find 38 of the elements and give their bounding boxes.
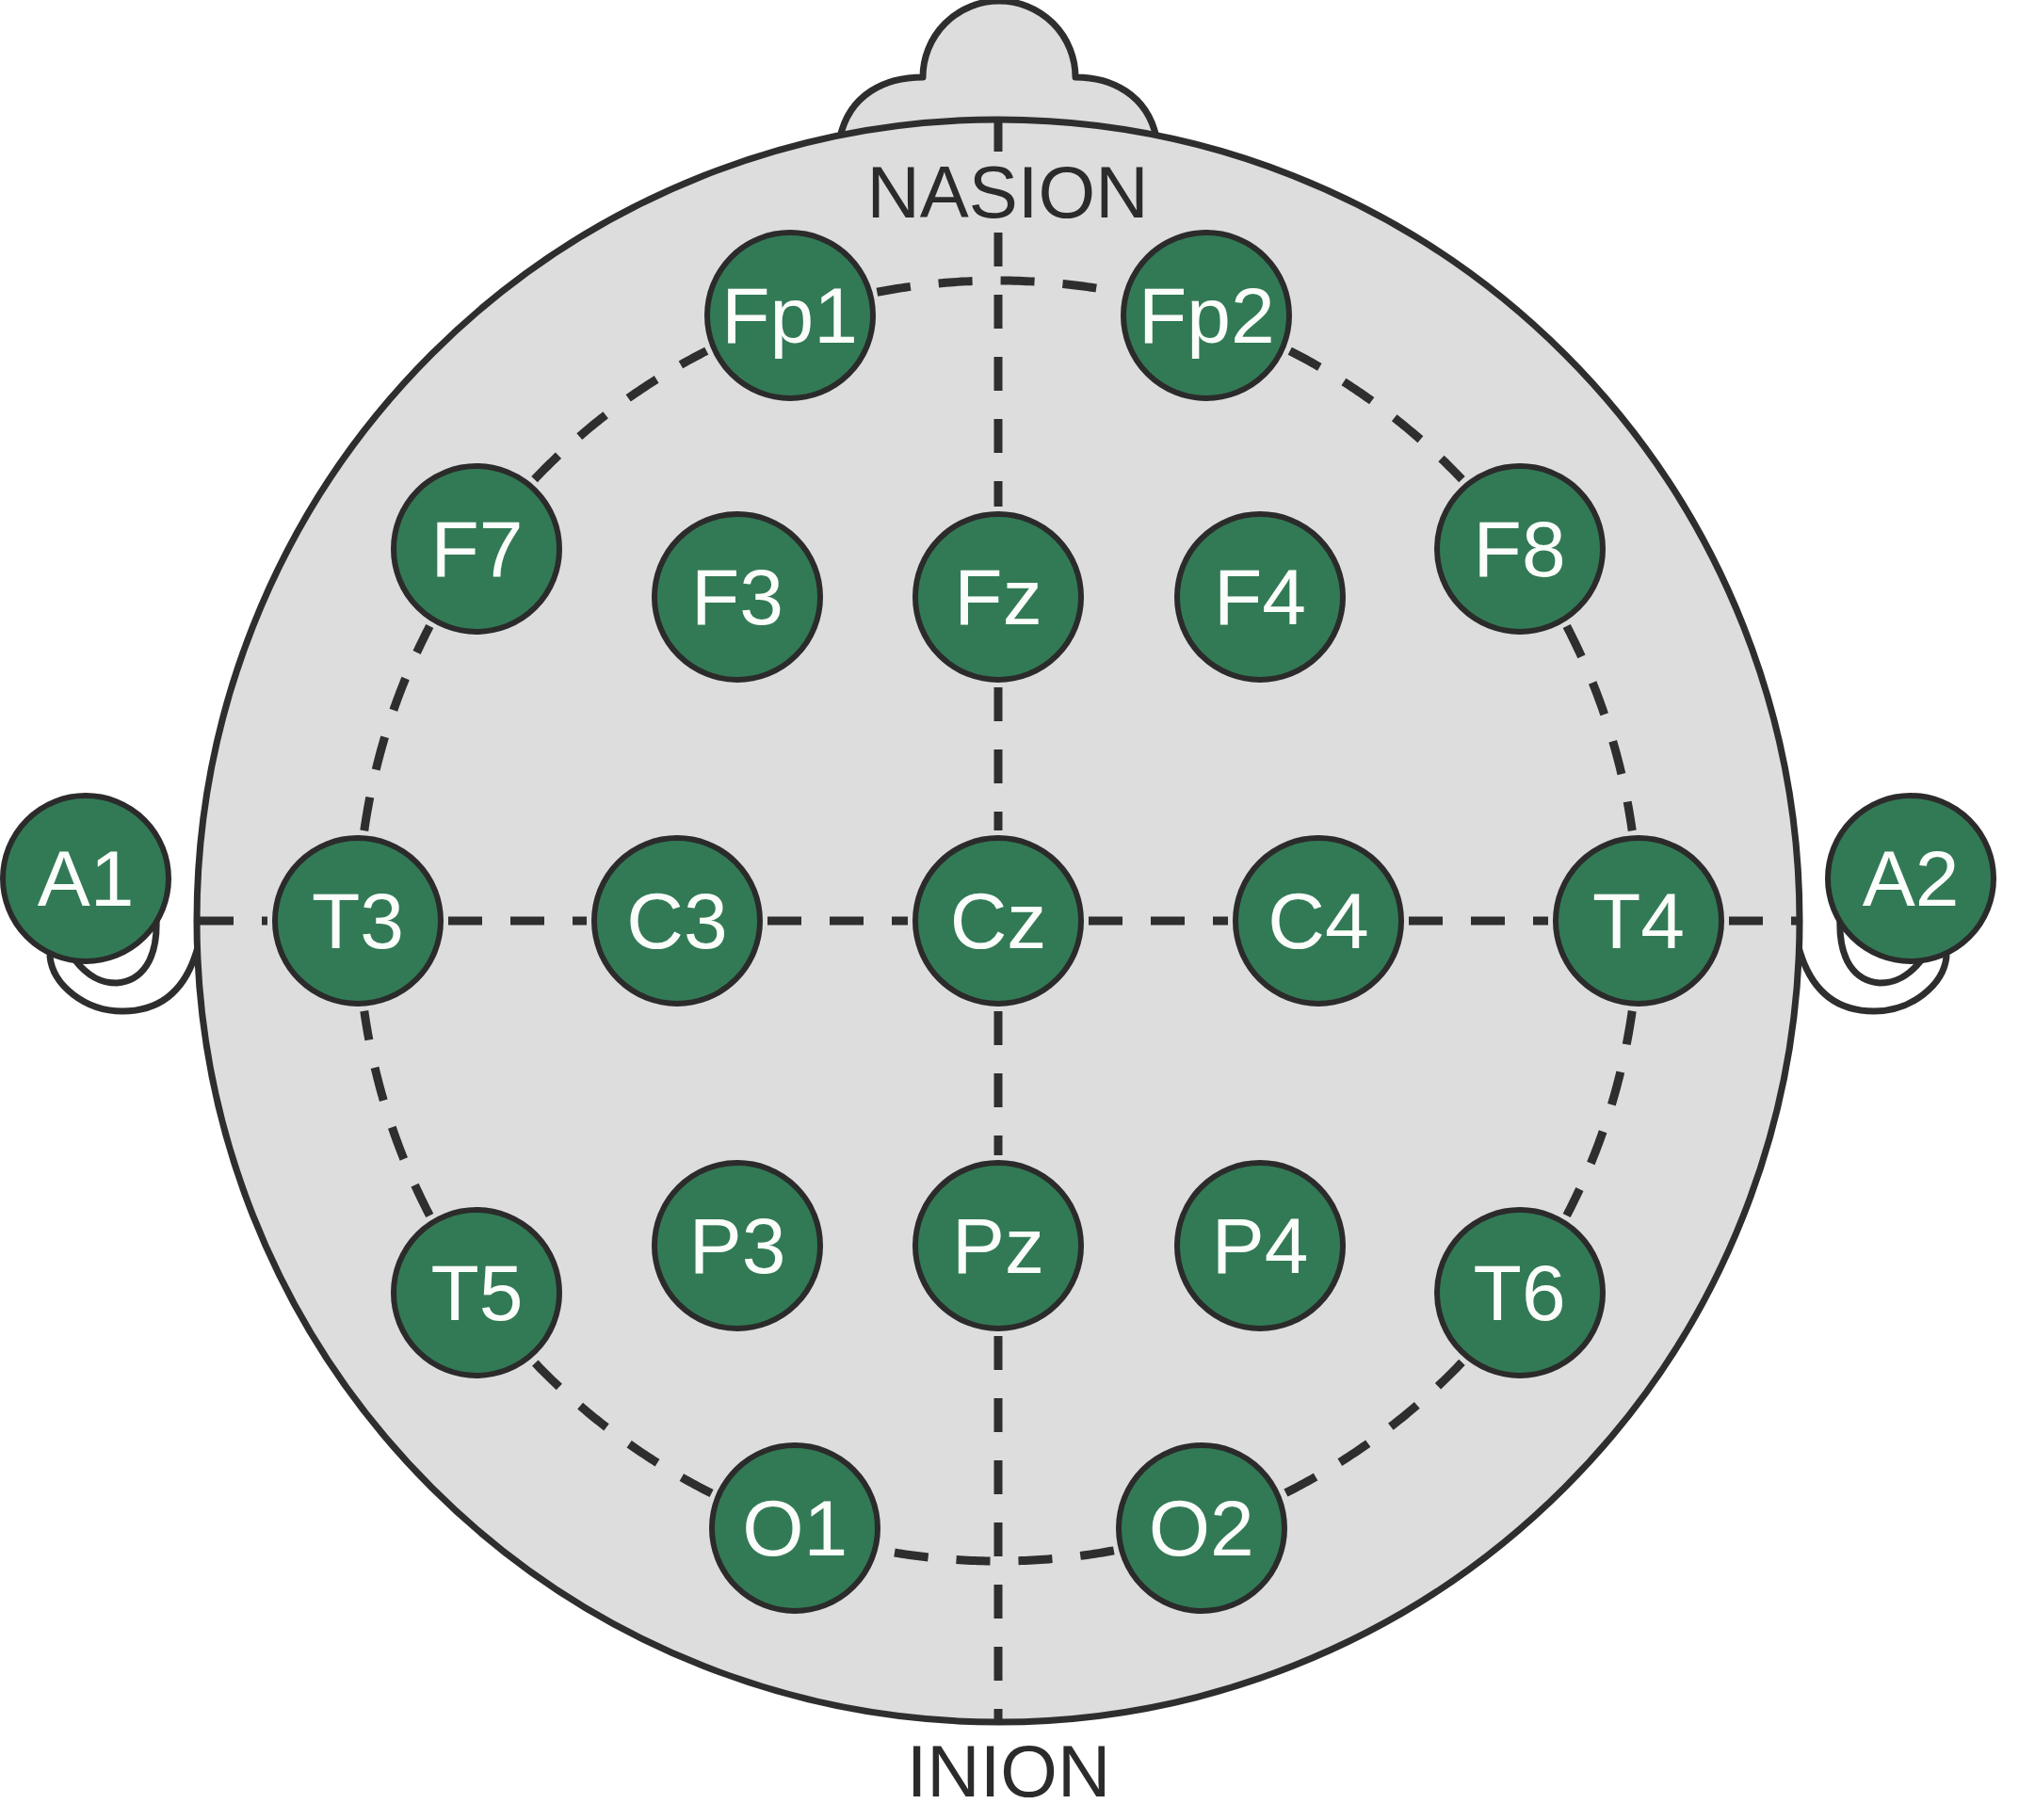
dashed-line <box>1287 346 1465 483</box>
electrode-label: T3 <box>312 881 404 960</box>
electrode-label: F3 <box>691 557 783 636</box>
electrode-label: Pz <box>952 1206 1044 1285</box>
dashed-line <box>993 1336 1003 1719</box>
electrode-label: O2 <box>1148 1488 1254 1568</box>
dashed-line <box>1729 916 1797 926</box>
electrode-label: F7 <box>430 509 524 589</box>
dashed-line <box>1562 1010 1637 1218</box>
electrode-label: A1 <box>37 839 135 918</box>
dashed-line <box>1562 623 1637 831</box>
dashed-line <box>360 623 434 831</box>
dashed-line <box>1409 916 1548 926</box>
electrode-label: Fz <box>954 557 1042 636</box>
electrode-label: T4 <box>1592 881 1685 960</box>
electrode-label: C4 <box>1268 881 1369 960</box>
electrode-label: Cz <box>949 881 1047 960</box>
electrode-label: P4 <box>1211 1206 1309 1285</box>
electrode-label: A2 <box>1862 839 1960 918</box>
electrode-label: F4 <box>1214 557 1306 636</box>
dashed-line <box>993 687 1003 830</box>
dashed-line <box>1283 1359 1465 1498</box>
dashed-line <box>1089 916 1228 926</box>
landmark-label: NASION <box>866 155 1149 229</box>
electrode-label: T6 <box>1473 1252 1566 1332</box>
landmark-label: INION <box>906 1734 1111 1808</box>
electrode-label: O1 <box>742 1488 848 1568</box>
dashed-line <box>531 346 709 483</box>
dashed-line <box>200 916 267 926</box>
electrode-label: F8 <box>1473 509 1566 589</box>
dashed-line <box>360 1010 434 1218</box>
dashed-line <box>531 1359 714 1498</box>
dashed-line <box>767 916 908 926</box>
dashed-line <box>993 1011 1003 1155</box>
dashed-line <box>448 916 587 926</box>
electrode-label: P3 <box>688 1206 786 1285</box>
electrode-label: C3 <box>626 881 728 960</box>
electrode-label: T5 <box>430 1252 524 1332</box>
